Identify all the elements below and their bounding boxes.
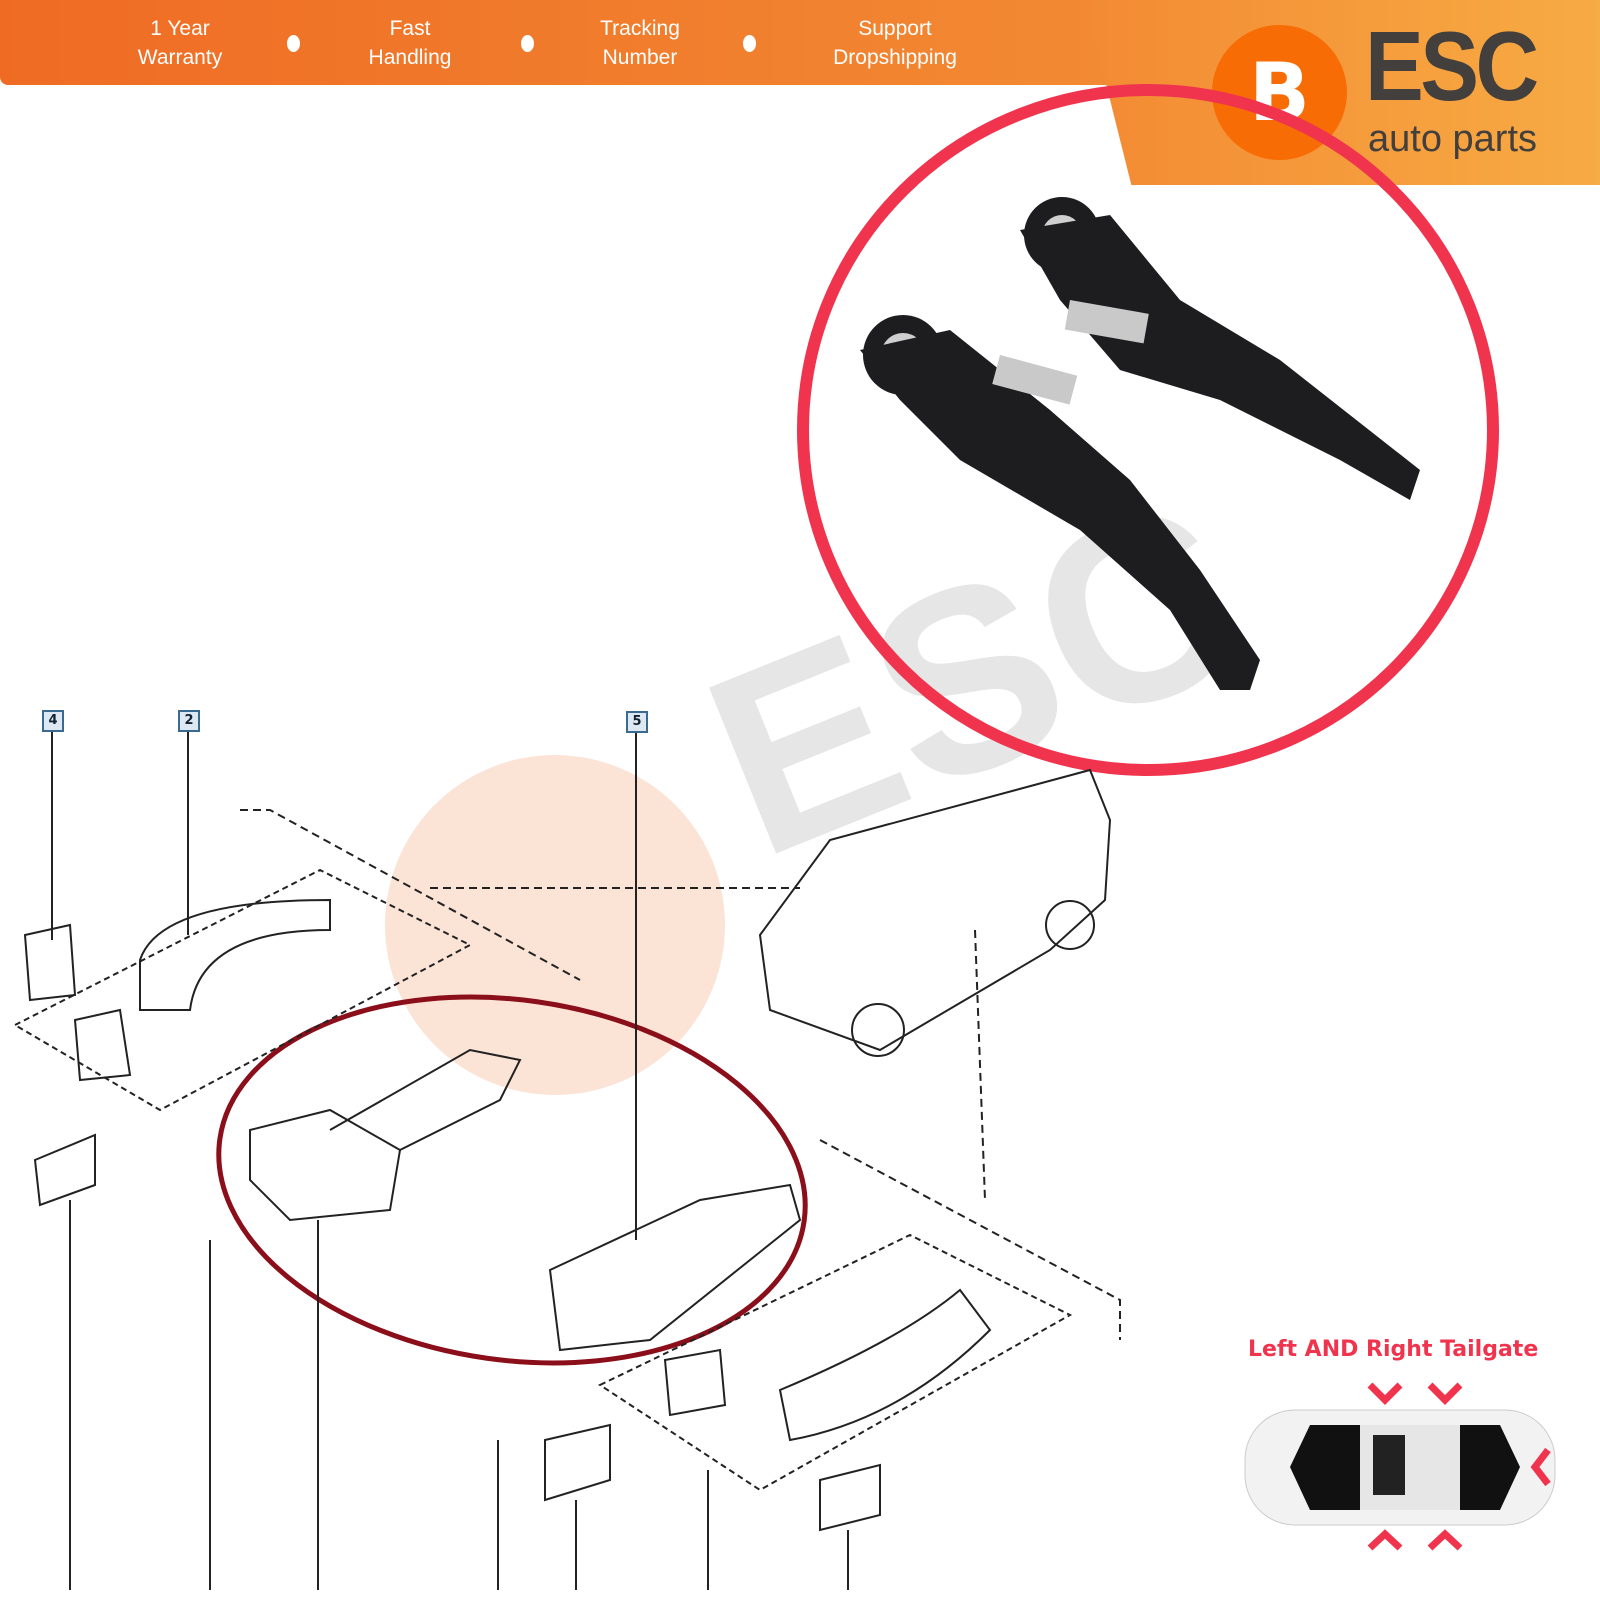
diagram-highlight-circle: [216, 994, 808, 1366]
watermark-b-circle: [385, 755, 725, 1095]
feature-line: Number: [602, 46, 678, 69]
callout-4: 4: [42, 710, 64, 732]
photo-highlight-circle: [797, 84, 1499, 776]
callout-5: 5: [626, 711, 648, 733]
arrow-left-icon: [1530, 1447, 1551, 1487]
feature-line: Fast: [389, 17, 431, 40]
bullet-dot: [287, 35, 300, 52]
feature-line: Warranty: [137, 46, 223, 69]
logo-tagline: auto parts: [1368, 118, 1537, 160]
feature-line: Dropshipping: [833, 46, 957, 69]
feature-line: Handling: [368, 46, 452, 69]
logo-brand: ESC: [1365, 11, 1539, 121]
arrow-down-icon: [1367, 1382, 1463, 1405]
arrow-up-icon: [1367, 1529, 1463, 1551]
feature-line: Support: [858, 17, 932, 40]
callout-2: 2: [178, 710, 200, 732]
car-top-view: [1244, 1382, 1556, 1551]
tailgate-title: Left AND Right Tailgate: [1248, 1337, 1539, 1362]
bullet-dot: [521, 35, 534, 52]
exploded-parts-diagram: [12, 720, 1121, 1590]
bullet-dot: [743, 35, 756, 52]
watermark-esc: ESC: [672, 443, 1276, 912]
feature-line: Tracking: [600, 17, 680, 40]
handle-bracket-photo: [860, 197, 1420, 690]
feature-line: 1 Year: [150, 17, 210, 40]
